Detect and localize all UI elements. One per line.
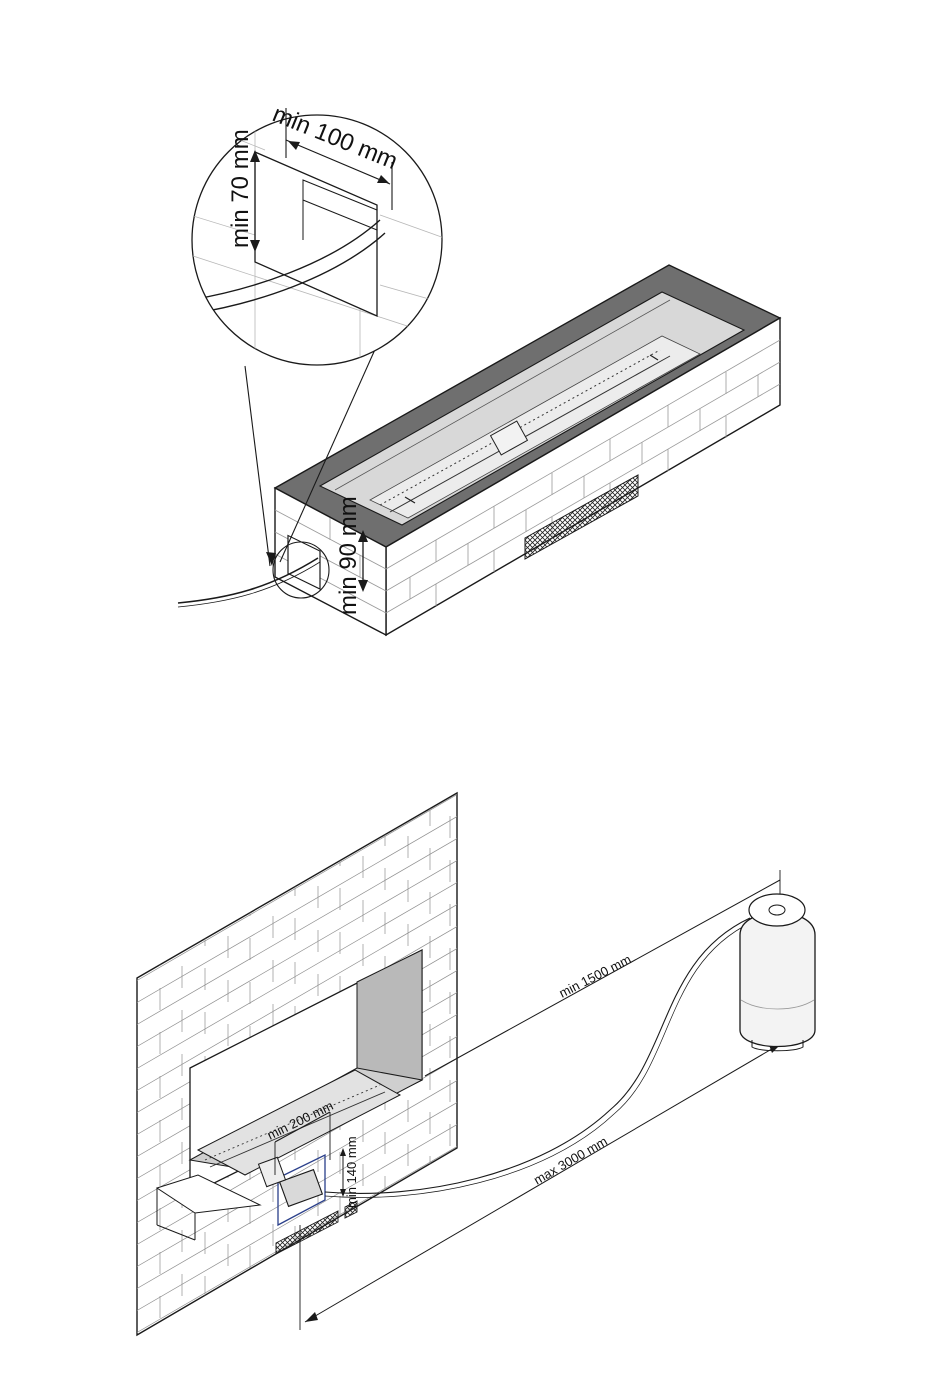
bottom-figure: min 200 mm min 140 mm min 1500 mm max 30…	[100, 750, 815, 1376]
gas-tank	[740, 894, 815, 1051]
label-detail-height: min 70 mm	[227, 129, 254, 248]
top-figure: min 90 mm min 100 mm	[178, 101, 780, 635]
label-tank-distance: min 1500 mm	[557, 952, 634, 1001]
label-wall-height: min 90 mm	[335, 496, 362, 615]
